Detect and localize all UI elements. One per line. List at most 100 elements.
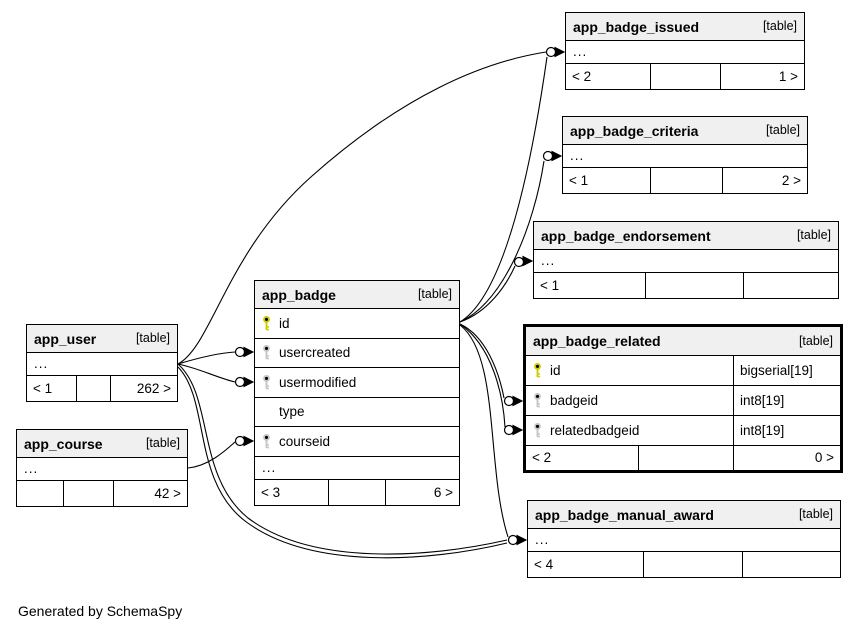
- table-name[interactable]: app_course: [24, 435, 103, 452]
- children-count-cell: 2 >: [781, 172, 801, 188]
- table-app_badge_criteria[interactable]: app_badge_criteria [table] ... < 1 2 >: [562, 116, 808, 194]
- table-app_user[interactable]: app_user [table] ... < 1 262 >: [26, 324, 178, 402]
- column-row-id: id: [255, 309, 459, 339]
- collapsed-columns-row: ...: [566, 41, 804, 64]
- table-type-tag: [table]: [796, 228, 831, 243]
- column-row-type: type: [255, 398, 459, 428]
- table-app_badge_issued[interactable]: app_badge_issued [table] ... < 2 1 >: [565, 12, 805, 90]
- edge-endpoint-related-badgeid: [503, 395, 524, 407]
- table-footer: < 4: [528, 552, 840, 577]
- table-type-tag: [table]: [798, 507, 833, 522]
- edge-badge-to-endorsement: [459, 265, 516, 323]
- edge-endpoint-endorsement: [513, 255, 534, 268]
- column-name: id: [550, 362, 561, 378]
- edge-user-to-usermodified: [177, 363, 236, 383]
- children-count-cell: [744, 273, 838, 298]
- table-type-tag: [table]: [145, 436, 180, 451]
- generator-note: Generated by SchemaSpy: [18, 603, 183, 619]
- middle-cell: [646, 273, 744, 298]
- column-name: type: [279, 404, 305, 420]
- table-name[interactable]: app_badge: [262, 286, 336, 303]
- table-name[interactable]: app_badge_criteria: [570, 122, 699, 139]
- table-name[interactable]: app_badge_endorsement: [541, 227, 711, 244]
- table-footer: < 3 6 >: [255, 479, 459, 505]
- edge-endpoint-criteria: [542, 150, 563, 162]
- table-footer: < 2 0 >: [526, 446, 840, 470]
- table-app_badge_endorsement[interactable]: app_badge_endorsement [table] ... < 1: [533, 221, 839, 299]
- column-name: badgeid: [550, 392, 599, 408]
- foreign-key-icon: [262, 434, 271, 449]
- children-count-cell: [743, 552, 840, 577]
- table-header[interactable]: app_badge_manual_award [table]: [528, 501, 840, 529]
- primary-key-icon: [262, 315, 271, 331]
- collapsed-columns-row: ...: [563, 145, 807, 168]
- children-count-cell: 0 >: [814, 450, 834, 466]
- parents-count-cell: < 2: [526, 446, 639, 470]
- table-app_badge_related[interactable]: app_badge_related [table] id bigserial[1…: [523, 324, 843, 473]
- column-row-usercreated: usercreated: [255, 339, 459, 369]
- edge-badge-to-issued: [459, 56, 548, 323]
- edge-badge-to-manual: [459, 324, 509, 538]
- edge-endpoint-usercreated: [234, 346, 255, 358]
- table-name[interactable]: app_user: [34, 330, 97, 347]
- foreign-key-icon: [262, 374, 271, 390]
- edge-endpoint-issued: [545, 46, 566, 58]
- column-name: id: [279, 315, 290, 331]
- table-app_course[interactable]: app_course [table] ... 42 >: [16, 429, 188, 507]
- table-app_badge[interactable]: app_badge [table] id usercreated usermod…: [254, 280, 460, 506]
- primary-key-icon: [533, 363, 542, 378]
- edge-badge-to-criteria: [459, 160, 545, 323]
- foreign-key-icon: [533, 393, 542, 408]
- table-type-tag: [table]: [798, 333, 833, 348]
- column-name: courseid: [279, 433, 331, 449]
- middle-cell: [64, 481, 114, 506]
- table-footer: < 1 262 >: [27, 376, 177, 401]
- column-row-relatedbadgeid: relatedbadgeid int8[19]: [526, 416, 840, 446]
- middle-cell: [651, 64, 721, 89]
- table-app_badge_manual_award[interactable]: app_badge_manual_award [table] ... < 4: [527, 500, 841, 578]
- table-header[interactable]: app_badge_endorsement [table]: [534, 222, 838, 250]
- column-name: relatedbadgeid: [550, 422, 640, 438]
- parents-count-cell: < 1: [563, 168, 651, 193]
- collapsed-columns-row: ...: [17, 458, 187, 481]
- table-header[interactable]: app_badge_issued [table]: [566, 13, 804, 41]
- parents-count-cell: < 4: [528, 552, 644, 577]
- table-name[interactable]: app_badge_manual_award: [535, 506, 714, 523]
- edge-endpoint-courseid: [234, 435, 255, 447]
- table-header[interactable]: app_user [table]: [27, 325, 177, 353]
- table-header[interactable]: app_badge_related [table]: [526, 327, 840, 356]
- column-type: bigserial[19]: [733, 356, 833, 385]
- parents-count-cell: < 1: [27, 376, 77, 401]
- collapsed-columns-row: ...: [534, 250, 838, 273]
- table-name[interactable]: app_badge_related: [533, 333, 661, 349]
- table-type-tag: [table]: [762, 19, 797, 34]
- edge-user-to-manual-b: [177, 366, 508, 559]
- column-row-usermodified: usermodified: [255, 368, 459, 398]
- collapsed-columns-row: ...: [528, 529, 840, 552]
- table-footer: < 1 2 >: [563, 168, 807, 193]
- table-type-tag: [table]: [135, 331, 170, 346]
- children-count-cell: 6 >: [433, 484, 453, 500]
- table-footer: < 2 1 >: [566, 64, 804, 89]
- foreign-key-icon: [262, 345, 271, 360]
- parents-count-cell: [17, 481, 64, 506]
- edge-user-to-usercreated: [177, 351, 236, 365]
- collapsed-columns-row: ...: [27, 353, 177, 376]
- table-type-tag: [table]: [417, 287, 452, 302]
- edge-course-to-courseid: [187, 441, 236, 469]
- table-name[interactable]: app_badge_issued: [573, 18, 700, 35]
- parents-count-cell: < 2: [566, 64, 651, 89]
- column-row-badgeid: badgeid int8[19]: [526, 386, 840, 416]
- middle-cell: [639, 446, 734, 470]
- table-header[interactable]: app_course [table]: [17, 430, 187, 458]
- table-header[interactable]: app_badge [table]: [255, 281, 459, 309]
- table-footer: < 1: [534, 273, 838, 298]
- edge-badge-to-related-relatedbadgeid: [459, 323, 506, 428]
- middle-cell: [644, 552, 743, 577]
- column-type: int8[19]: [733, 416, 833, 445]
- edge-endpoint-usermodified: [234, 376, 255, 388]
- table-type-tag: [table]: [765, 123, 800, 138]
- table-header[interactable]: app_badge_criteria [table]: [563, 117, 807, 145]
- children-count-cell: 262 >: [136, 380, 171, 396]
- edge-endpoint-manual: [507, 534, 528, 546]
